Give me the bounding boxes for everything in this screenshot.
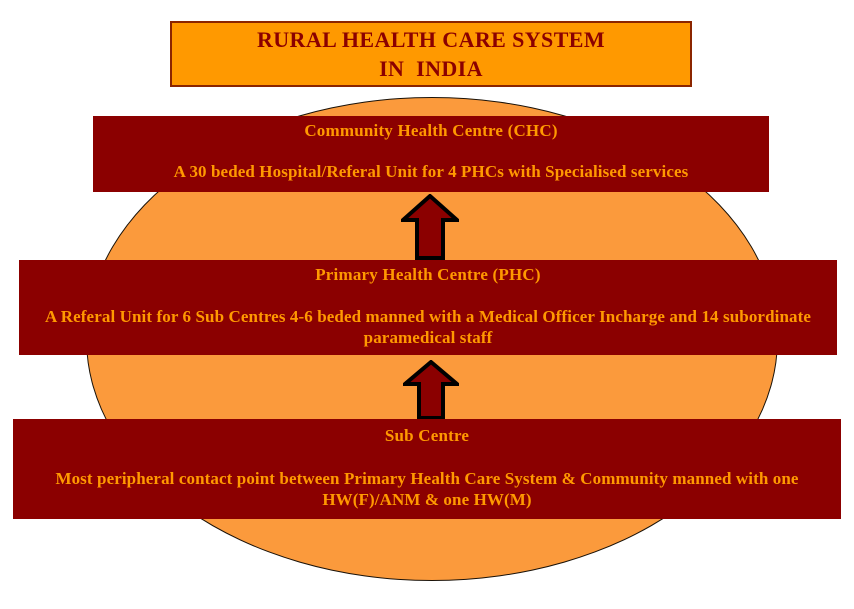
level-heading-phc: Primary Health Centre (PHC) [315,265,541,284]
level-box-chc: Community Health Centre (CHC) A 30 beded… [93,116,769,192]
page-title-line-2: IN INDIA [379,56,483,81]
level-description-chc: A 30 beded Hospital/Referal Unit for 4 P… [173,161,689,181]
level-box-phc: Primary Health Centre (PHC) A Referal Un… [19,260,837,355]
level-heading-sub-centre: Sub Centre [384,426,470,445]
level-description-sub-centre: Most peripheral contact point between Pr… [55,468,799,509]
page-title-line-1: RURAL HEALTH CARE SYSTEM [256,26,606,52]
arrow-phc-to-chc-icon [401,194,459,260]
diagram-title-banner: RURAL HEALTH CARE SYSTEM IN INDIA [170,21,692,87]
arrow-sub-centre-to-phc-icon [403,360,459,420]
level-description-phc: A Referal Unit for 6 Sub Centres 4-6 bed… [44,306,812,347]
level-heading-chc: Community Health Centre (CHC) [304,121,558,140]
level-box-sub-centre: Sub Centre Most peripheral contact point… [13,419,841,519]
